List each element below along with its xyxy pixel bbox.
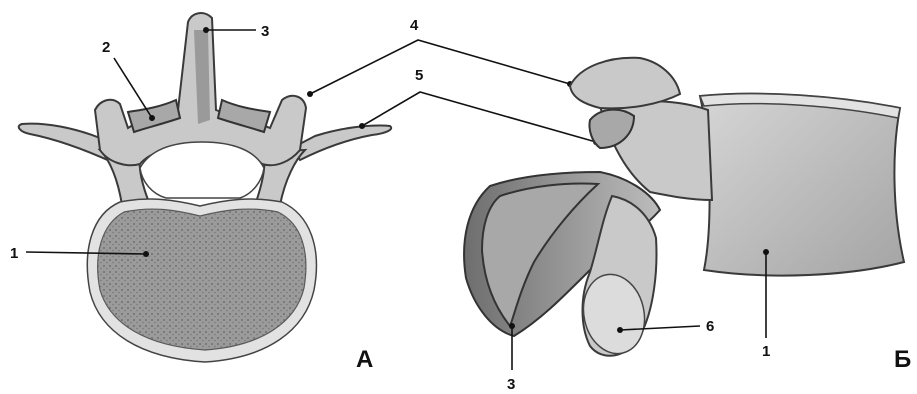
leader-a-3-dot (203, 27, 209, 33)
right-transverse-process (292, 125, 391, 160)
leader-b-3-dot (509, 323, 515, 329)
leader-4-dot-a (307, 91, 313, 97)
panel-letter-b: Б (894, 346, 911, 373)
leader-a-2-dot (149, 115, 155, 121)
leader-5-dot-a (359, 123, 365, 129)
lateral-superior-articular-process (570, 58, 680, 109)
leader-a-1-dot (143, 251, 149, 257)
label-a-2: 2 (102, 39, 110, 56)
panel-a-drawing (19, 13, 391, 362)
panel-b-drawing (464, 58, 904, 360)
label-a-1: 1 (10, 245, 18, 262)
vertebral-foramen (140, 142, 264, 198)
leader-5 (362, 92, 596, 142)
label-b-1: 1 (762, 343, 770, 360)
leader-4 (310, 40, 570, 94)
label-b-3: 3 (507, 376, 515, 393)
leader-b-1-dot (763, 249, 769, 255)
label-4: 4 (410, 17, 419, 34)
label-a-3: 3 (261, 23, 269, 40)
lateral-vertebral-body (700, 94, 904, 276)
leader-b-6-dot (617, 327, 623, 333)
label-b-6: 6 (706, 318, 714, 335)
panel-letter-a: А (356, 346, 373, 373)
label-5: 5 (415, 67, 423, 84)
